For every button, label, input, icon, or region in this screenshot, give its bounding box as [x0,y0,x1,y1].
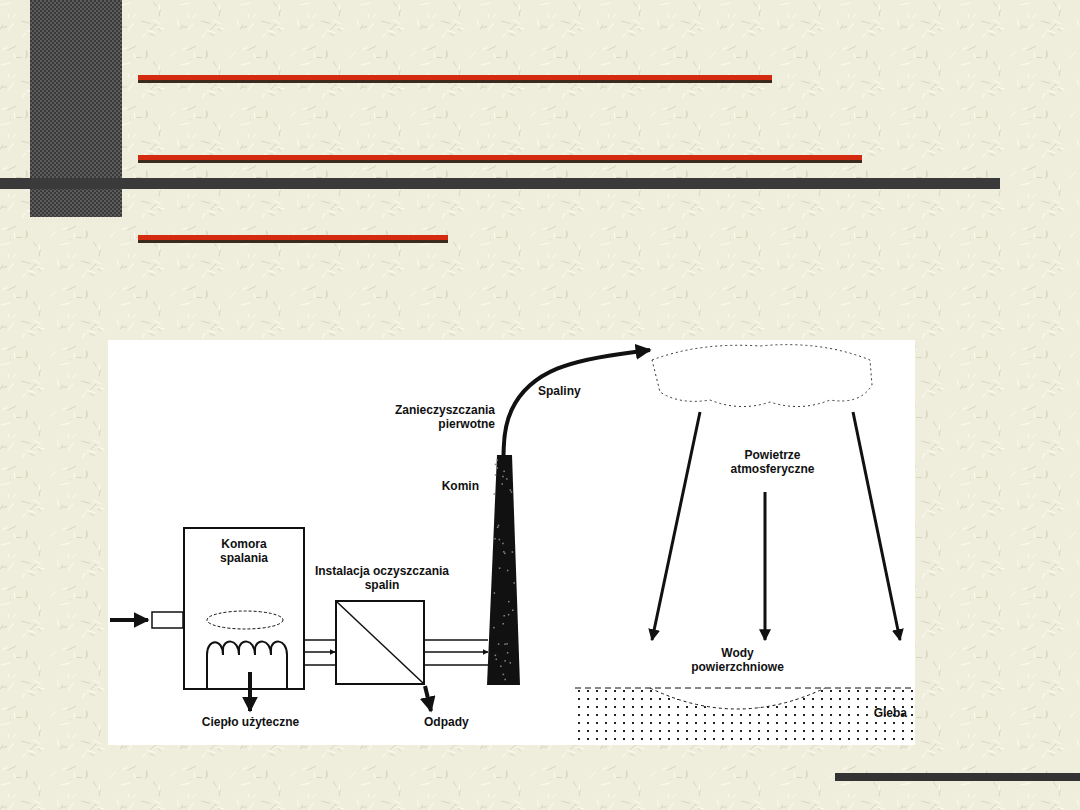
node-text: Komin [419,479,479,493]
chimney-outline [487,455,520,685]
pollutant-label: Zanieczyszczania pierwotne [355,403,495,431]
edge-label: Spaliny [536,384,583,398]
flow-arrow [425,651,488,653]
node-text: Gleba [853,706,907,720]
header-bar [0,178,1000,189]
node-text: Instalacja oczyszczania spalin [312,564,452,592]
chimney: Komin [487,455,520,685]
combustion-internals [110,611,287,711]
flow-arrow [764,492,767,640]
atmosphere-cloud-outline [650,340,875,412]
pipes [305,640,488,665]
node-text: Wody powierzchniowe [675,646,800,674]
node-text: Powietrze atmosferyczne [715,448,830,476]
combustion-chamber: Komora spalania [183,527,305,690]
node-text: Komora spalania [209,537,279,565]
ground [575,688,915,745]
waste-label: Odpady [424,715,494,729]
flow-arrow [853,412,900,640]
soil: Gleba [835,640,913,745]
atmosphere-cloud: Powietrze atmosferyczne [650,340,875,412]
cleaning-unit-outline [337,602,427,687]
flow-arrow [652,412,700,640]
waste-arrow [425,686,431,711]
heat-label: Ciepło użyteczne [178,715,323,729]
diagram-panel [108,340,915,745]
cleaning-unit: Instalacja oczyszczania spalin [335,600,425,685]
flow-arrow [504,350,651,455]
flow-arrow [305,651,335,653]
footer-bar [835,773,1080,781]
title-rules [138,75,862,243]
surface-water: Wody powierzchniowe [650,640,825,708]
